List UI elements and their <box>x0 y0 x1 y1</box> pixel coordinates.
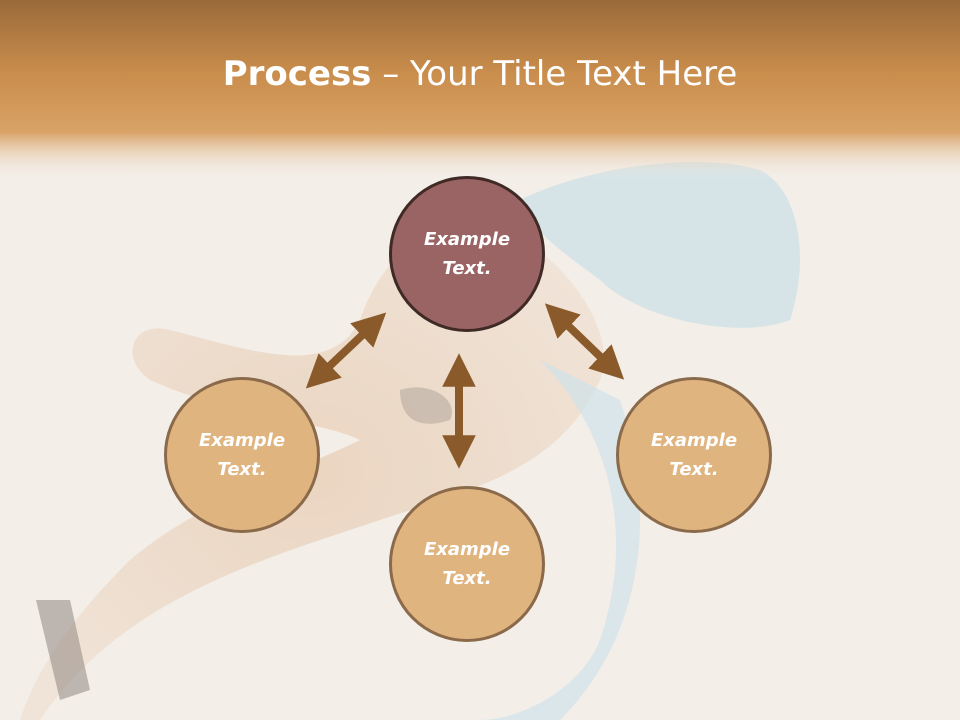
process-node-top-label: Example Text. <box>423 229 511 279</box>
process-node-bottom: Example Text. <box>389 486 545 642</box>
slide-title: Process – Your Title Text Here <box>0 52 960 96</box>
arrow-top-left <box>305 312 387 389</box>
process-node-right: Example Text. <box>616 377 772 533</box>
process-node-left: Example Text. <box>164 377 320 533</box>
process-node-top: Example Text. <box>389 176 545 332</box>
process-node-right-label: Example Text. <box>650 430 738 480</box>
process-node-bottom-label: Example Text. <box>423 539 511 589</box>
title-rest: – Your Title Text Here <box>371 54 738 94</box>
arrow-top-right <box>544 303 625 380</box>
title-bold: Process <box>222 54 372 94</box>
process-node-left-label: Example Text. <box>198 430 286 480</box>
